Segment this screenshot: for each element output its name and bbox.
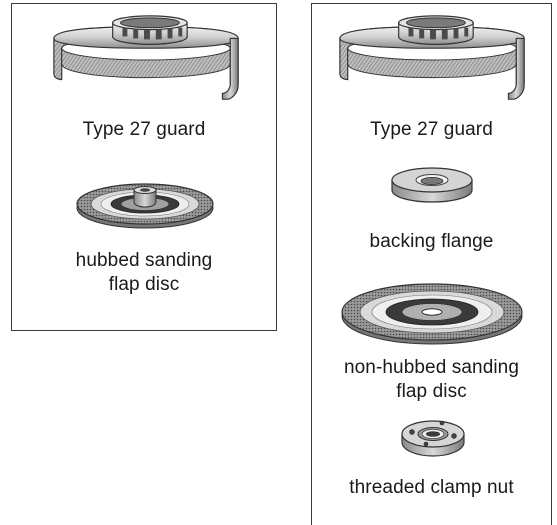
guard-label: Type 27 guard bbox=[82, 119, 206, 140]
non-hubbed-flap-disc-icon bbox=[341, 283, 523, 345]
type-27-guard-icon bbox=[334, 14, 530, 104]
guard-label: Type 27 guard bbox=[370, 119, 493, 140]
hubbed-flap-disc-icon bbox=[76, 183, 214, 229]
left-assembly-panel: Type 27 guard hubbed sanding flap disc bbox=[11, 3, 277, 331]
backing-flange-icon bbox=[391, 167, 473, 203]
backing-flange-label: backing flange bbox=[369, 231, 494, 252]
clamp-nut-label: threaded clamp nut bbox=[349, 477, 514, 498]
non-hubbed-disc-label: non-hubbed sanding flap disc bbox=[343, 357, 520, 402]
threaded-clamp-nut-icon bbox=[401, 420, 465, 457]
type-27-guard-icon bbox=[48, 14, 244, 104]
right-assembly-panel: Type 27 guard backing flange non-hubbed … bbox=[311, 3, 552, 525]
hubbed-disc-label: hubbed sanding flap disc bbox=[75, 250, 213, 295]
